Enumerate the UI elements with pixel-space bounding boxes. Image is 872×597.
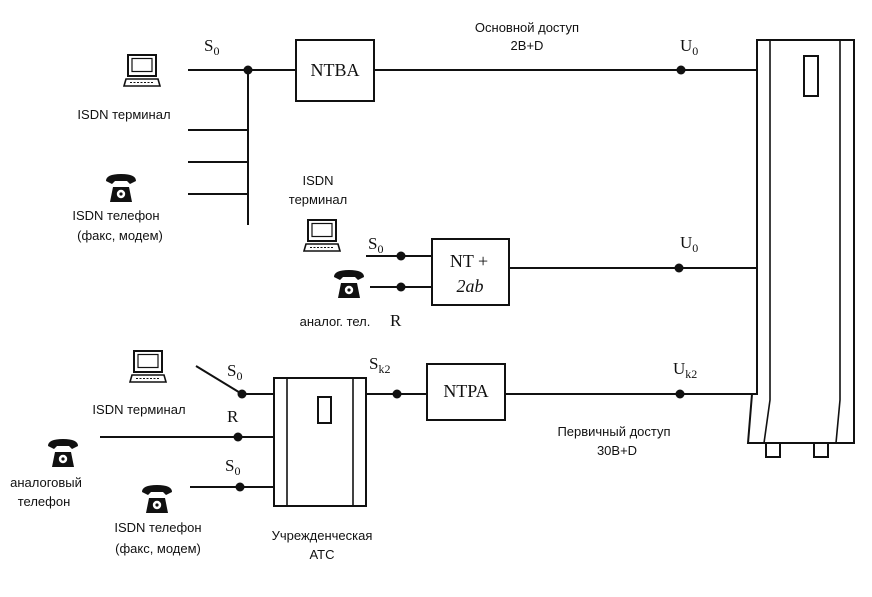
isdn-terminal-bot-icon bbox=[129, 350, 167, 383]
ntba-label: NTBA bbox=[311, 60, 360, 80]
exchange-window bbox=[803, 55, 819, 97]
ntpa-box[interactable] bbox=[426, 363, 506, 421]
nt-2ab-label-line1: NT + bbox=[450, 251, 488, 271]
nt-2ab-box[interactable] bbox=[431, 238, 510, 306]
r-bot-ref: R bbox=[227, 407, 239, 426]
s0-mid-dot bbox=[396, 251, 406, 261]
exchange-foot-left bbox=[765, 442, 781, 458]
isdn-phone-top-sublabel: (факс, модем) bbox=[77, 228, 163, 243]
pbx-window bbox=[317, 396, 332, 424]
exchange-body bbox=[746, 39, 855, 444]
isdn-terminal-mid-label: ISDN bbox=[302, 173, 333, 188]
analog-phone-mid-label: аналог. тел. bbox=[300, 314, 371, 329]
isdn-terminal-bot-label: ISDN терминал bbox=[92, 402, 185, 417]
analog-phone-bot-label: аналоговый bbox=[10, 475, 82, 490]
pbx-label: Учрежденческая bbox=[272, 528, 373, 543]
isdn-phone-top-label: ISDN телефон bbox=[72, 208, 159, 223]
exchange-panel-right bbox=[835, 40, 841, 444]
s0-bot-dot bbox=[237, 389, 247, 399]
ntpa-label: NTPA bbox=[443, 381, 488, 401]
s0-top-ref: S0 bbox=[204, 36, 219, 58]
s0-bot2-dot bbox=[235, 482, 245, 492]
s0-bot-ref: S0 bbox=[227, 361, 242, 383]
uk2-dot bbox=[675, 389, 685, 399]
r-mid-dot bbox=[396, 282, 406, 292]
s0-junction-dot bbox=[243, 65, 253, 75]
uk2-ref: Uk2 bbox=[673, 359, 697, 381]
sk2-ref: Sk2 bbox=[369, 354, 390, 376]
r-bot-dot bbox=[233, 432, 243, 442]
exchange-foot-right bbox=[813, 442, 829, 458]
isdn-terminal-mid-icon bbox=[303, 219, 341, 252]
bottom-section: ISDN терминал аналоговый телефон ISDN те… bbox=[10, 350, 752, 562]
isdn-terminal-top-icon bbox=[123, 54, 161, 87]
exchange-panel-left bbox=[763, 40, 771, 444]
primary-access-label: Первичный доступ bbox=[557, 424, 670, 439]
pbx-sublabel: АТС bbox=[310, 547, 335, 562]
u0-mid-ref: U0 bbox=[680, 233, 698, 255]
analog-phone-mid-icon bbox=[334, 270, 364, 298]
s0-mid-ref: S0 bbox=[368, 234, 383, 256]
basic-access-channels: 2B+D bbox=[511, 38, 544, 53]
exchange-cabinet[interactable] bbox=[746, 39, 855, 458]
primary-access-channels: 30B+D bbox=[597, 443, 637, 458]
nt-2ab-label-line2: 2ab bbox=[457, 276, 484, 296]
isdn-terminal-top-label: ISDN терминал bbox=[77, 107, 170, 122]
sk2-dot bbox=[392, 389, 402, 399]
analog-phone-bot-icon bbox=[48, 439, 78, 467]
isdn-phone-bot-label: ISDN телефон bbox=[114, 520, 201, 535]
top-section: NTBA S0 U0 Основной доступ 2B+D ISDN тер… bbox=[72, 20, 757, 243]
isdn-phone-bot-sublabel: (факс, модем) bbox=[115, 541, 201, 556]
u0-mid-dot bbox=[674, 263, 684, 273]
middle-section: ISDN терминал аналог. тел. R S0 NT + 2ab… bbox=[289, 173, 757, 330]
s0-diagonal-line bbox=[195, 365, 243, 395]
isdn-phone-top-icon bbox=[106, 174, 136, 202]
u0-top-dot bbox=[676, 65, 686, 75]
u0-top-ref: U0 bbox=[680, 36, 698, 58]
pbx-cabinet[interactable] bbox=[273, 377, 367, 507]
analog-phone-bot-sublabel: телефон bbox=[18, 494, 71, 509]
r-mid-ref: R bbox=[390, 311, 402, 330]
isdn-terminal-mid-sublabel: терминал bbox=[289, 192, 347, 207]
s0-bot2-ref: S0 bbox=[225, 456, 240, 478]
basic-access-label: Основной доступ bbox=[475, 20, 579, 35]
isdn-phone-bot-icon bbox=[142, 485, 172, 513]
